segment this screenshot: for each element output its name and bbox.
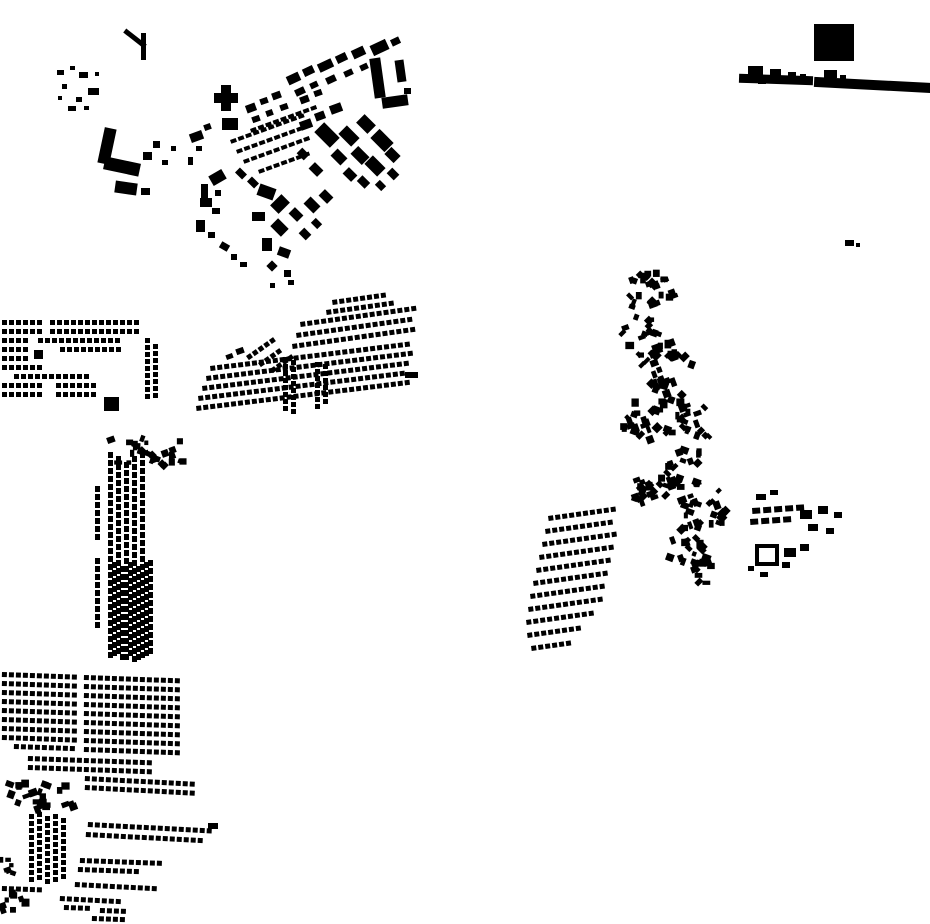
town-north-buildings xyxy=(57,28,411,288)
southeast-field-rows xyxy=(526,506,617,651)
orchard-strips-west xyxy=(95,434,187,662)
town-north-lanes xyxy=(230,105,318,174)
west-field-rows xyxy=(2,320,158,411)
southwest-field-rows xyxy=(0,672,218,923)
northeast-blocks xyxy=(738,24,930,247)
central-field-rows xyxy=(196,292,418,414)
east-hamlet xyxy=(748,490,842,577)
east-village-scatter xyxy=(618,269,731,587)
